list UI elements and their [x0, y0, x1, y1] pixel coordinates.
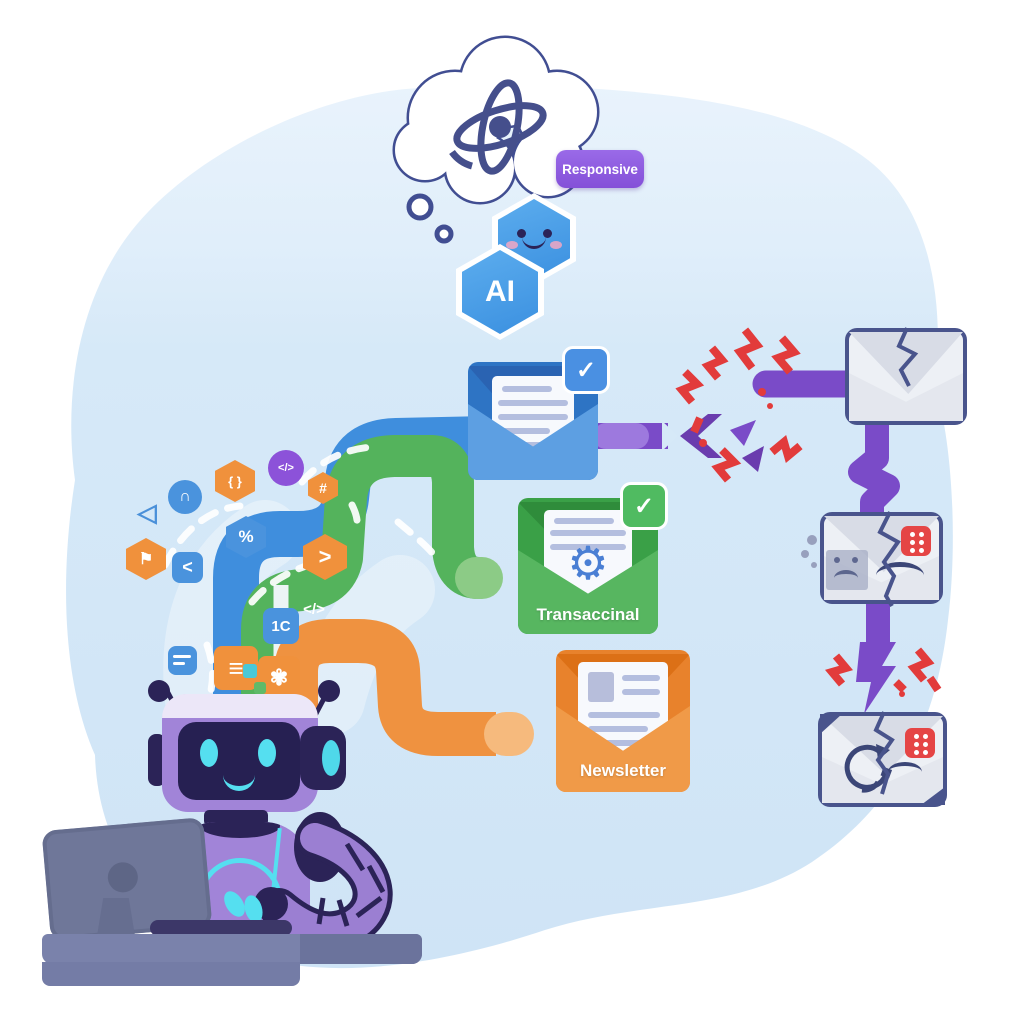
crack-line	[877, 511, 901, 608]
smiley-right-eye	[543, 229, 552, 238]
email-blue-inbox: ✓	[468, 346, 610, 480]
chip-line	[173, 655, 191, 658]
email-newsletter: Newsletter	[556, 650, 690, 792]
robot-face-screen	[178, 722, 300, 800]
crack-line	[873, 711, 895, 795]
antenna-ball-left	[148, 680, 170, 702]
desk-front	[42, 962, 300, 986]
smiley-mouth	[522, 233, 546, 249]
mini-text-chip-icon	[168, 646, 197, 675]
crack-line	[896, 327, 919, 387]
check-badge: ✓	[562, 346, 610, 394]
one-c-icon: 1C	[263, 608, 299, 644]
ai-smiley-hexagon	[492, 193, 576, 285]
newsletter-label: Newsletter	[580, 761, 666, 780]
email-transactional: ⚙ Transaccinal ✓	[518, 482, 668, 634]
robot-ear-accent	[322, 740, 340, 776]
transactional-label: Transaccinal	[536, 605, 640, 624]
atom-icon	[449, 79, 547, 175]
robot-ear-right	[300, 726, 346, 790]
error-badge-icon	[905, 728, 935, 758]
smiley-right-cheek	[550, 241, 562, 249]
mini-chip-green	[254, 682, 266, 694]
email-broken-top	[845, 327, 967, 425]
responsive-badge: Responsive	[556, 150, 644, 188]
sad-letter-fragment	[826, 550, 868, 590]
laptop-logo	[106, 861, 140, 894]
headphones-icon: ∩	[168, 480, 202, 514]
robot-left-eye	[200, 739, 218, 767]
debris-dots	[801, 535, 817, 568]
robot-head-opening	[162, 694, 318, 718]
sad-mouth	[834, 570, 858, 586]
mini-chip-teal	[243, 664, 257, 678]
error-dots	[699, 388, 905, 697]
chip-line	[173, 662, 185, 665]
gear-icon: ⚙	[567, 537, 609, 589]
keyboard	[150, 920, 292, 936]
error-badge-icon	[901, 526, 931, 556]
robot-smile	[223, 770, 255, 791]
smiley-left-eye	[517, 229, 526, 238]
pipe-green	[241, 435, 503, 710]
error-bolts	[675, 327, 942, 693]
sad-mouth	[876, 562, 924, 589]
smiley-left-cheek	[506, 241, 518, 249]
letter-image-placeholder	[588, 672, 614, 702]
robot-collar	[200, 822, 280, 838]
desk-shadow	[300, 934, 422, 964]
email-broken-bottom	[818, 711, 947, 807]
ai-hexagon: AI	[456, 244, 544, 340]
email-broken-middle	[820, 511, 943, 608]
less-than-icon: <	[172, 552, 203, 583]
robot-right-eye	[258, 739, 276, 767]
code-tag-icon: </>	[303, 600, 325, 618]
check-badge: ✓	[620, 482, 668, 530]
code-icon: </>	[268, 450, 304, 486]
sad-eye	[852, 557, 858, 563]
pipe-orange	[274, 619, 534, 756]
sad-mouth	[888, 762, 922, 782]
desk-top	[42, 934, 422, 964]
robot-ear-left	[148, 734, 166, 786]
robot-head	[162, 694, 318, 812]
pipe-purple	[593, 370, 900, 714]
sad-eye	[834, 557, 840, 563]
triangle-icon: ◁	[137, 499, 157, 527]
